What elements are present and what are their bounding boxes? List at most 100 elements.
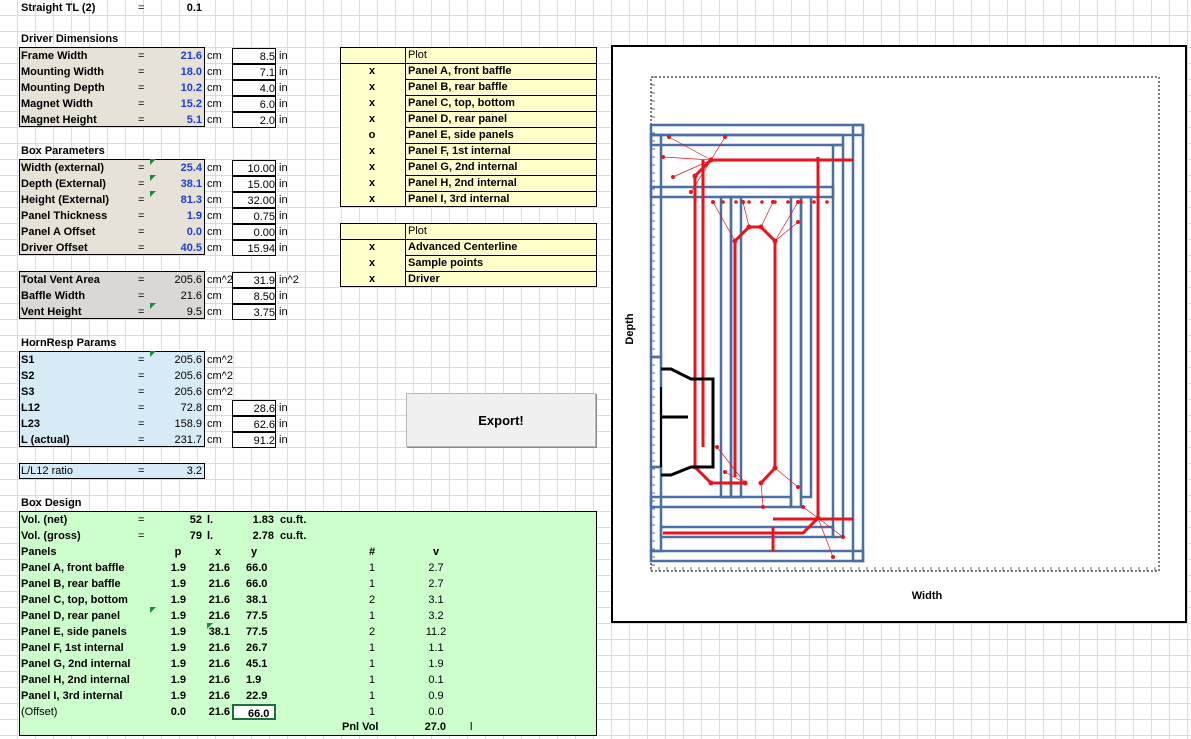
hornresp-param-value[interactable]: 205.6	[174, 370, 202, 382]
plot-toggle-checkbox[interactable]: x	[368, 65, 376, 77]
box-param-cm-input[interactable]: 25.4	[180, 162, 202, 174]
panel-x[interactable]: 21.6	[208, 706, 230, 718]
plot-toggle-checkbox[interactable]: x	[368, 273, 376, 285]
plot-toggle-checkbox[interactable]: x	[368, 145, 376, 157]
driver-param-cm-input[interactable]: 21.6	[180, 50, 202, 62]
vent-param-value[interactable]: 205.6	[174, 274, 202, 286]
box-param-cm-input[interactable]: 38.1	[180, 178, 202, 190]
model-value[interactable]: 0.1	[186, 2, 202, 14]
plot-toggle-checkbox[interactable]: x	[368, 161, 376, 173]
pnlvol-value[interactable]: 27.0	[424, 721, 446, 733]
box-param-cm-input[interactable]: 1.9	[186, 210, 202, 222]
plot-toggle-checkbox[interactable]: x	[368, 177, 376, 189]
vent-param-in-value[interactable]: 31.9	[232, 272, 276, 288]
box-param-in-value[interactable]: 15.00	[232, 176, 276, 192]
driver-param-in-value[interactable]: 7.1	[232, 64, 276, 80]
hornresp-param-value[interactable]: 231.7	[174, 434, 202, 446]
hornresp-param-value[interactable]: 205.6	[174, 354, 202, 366]
panel-x[interactable]: 21.6	[208, 578, 230, 590]
panel-y[interactable]: 66.0	[232, 704, 276, 720]
vent-param-in-value[interactable]: 8.50	[232, 288, 276, 304]
panel-count[interactable]: 1	[368, 642, 376, 654]
vent-param-in-value[interactable]: 3.75	[232, 304, 276, 320]
panel-volume[interactable]: 11.2	[425, 626, 447, 638]
ratio-value[interactable]: 3.2	[186, 465, 202, 477]
panel-volume[interactable]: 3.2	[428, 610, 444, 622]
panel-y[interactable]: 66.0	[246, 578, 268, 590]
panel-thickness[interactable]: 0.0	[170, 706, 186, 718]
box-param-cm-input[interactable]: 81.3	[180, 194, 202, 206]
panel-y[interactable]: 66.0	[246, 562, 268, 574]
driver-param-cm-input[interactable]: 5.1	[186, 114, 202, 126]
panel-thickness[interactable]: 1.9	[170, 594, 186, 606]
panel-x[interactable]: 21.6	[208, 594, 230, 606]
panel-volume[interactable]: 1.9	[428, 658, 444, 670]
panel-x[interactable]: 21.6	[208, 690, 230, 702]
panel-y[interactable]: 1.9	[246, 674, 262, 686]
panel-volume[interactable]: 0.9	[428, 690, 444, 702]
export-button[interactable]: Export!	[406, 393, 596, 447]
panel-thickness[interactable]: 1.9	[170, 626, 186, 638]
volnet-cuft[interactable]: 1.83	[252, 514, 274, 526]
panel-volume[interactable]: 2.7	[428, 562, 444, 574]
panel-thickness[interactable]: 1.9	[170, 690, 186, 702]
box-param-in-value[interactable]: 10.00	[232, 160, 276, 176]
panel-y[interactable]: 26.7	[246, 642, 268, 654]
box-layout-chart[interactable]: Width Depth	[611, 45, 1187, 623]
driver-param-cm-input[interactable]: 15.2	[180, 98, 202, 110]
hornresp-param-in-value[interactable]: 62.6	[232, 416, 276, 432]
panel-x[interactable]: 21.6	[208, 674, 230, 686]
panel-count[interactable]: 1	[368, 562, 376, 574]
panel-count[interactable]: 1	[368, 690, 376, 702]
panel-count[interactable]: 1	[368, 578, 376, 590]
driver-param-cm-input[interactable]: 18.0	[180, 66, 202, 78]
panel-volume[interactable]: 3.1	[428, 594, 444, 606]
panel-x[interactable]: 21.6	[208, 658, 230, 670]
panel-thickness[interactable]: 1.9	[170, 674, 186, 686]
panel-y[interactable]: 77.5	[246, 610, 268, 622]
panel-x[interactable]: 21.6	[208, 562, 230, 574]
panel-count[interactable]: 1	[368, 706, 376, 718]
driver-param-in-value[interactable]: 8.5	[232, 48, 276, 64]
hornresp-param-in-value[interactable]: 28.6	[232, 400, 276, 416]
panel-volume[interactable]: 0.0	[428, 706, 444, 718]
panel-count[interactable]: 1	[368, 658, 376, 670]
panel-y[interactable]: 77.5	[246, 626, 268, 638]
plot-toggle-checkbox[interactable]: x	[368, 81, 376, 93]
box-param-in-value[interactable]: 0.00	[232, 224, 276, 240]
driver-param-in-value[interactable]: 2.0	[232, 112, 276, 128]
panel-thickness[interactable]: 1.9	[170, 610, 186, 622]
plot-toggle-checkbox[interactable]: o	[368, 129, 376, 141]
volgross-cuft[interactable]: 2.78	[252, 530, 274, 542]
driver-param-cm-input[interactable]: 10.2	[180, 82, 202, 94]
panel-x[interactable]: 21.6	[208, 642, 230, 654]
panel-x[interactable]: 38.1	[208, 626, 230, 638]
driver-param-in-value[interactable]: 4.0	[232, 80, 276, 96]
panel-x[interactable]: 21.6	[208, 610, 230, 622]
panel-volume[interactable]: 1.1	[428, 642, 444, 654]
panel-count[interactable]: 1	[368, 610, 376, 622]
panel-count[interactable]: 2	[368, 626, 376, 638]
plot-toggle-checkbox[interactable]: x	[368, 257, 376, 269]
box-param-cm-input[interactable]: 0.0	[186, 226, 202, 238]
panel-thickness[interactable]: 1.9	[170, 642, 186, 654]
driver-param-in-value[interactable]: 6.0	[232, 96, 276, 112]
panel-volume[interactable]: 0.1	[428, 674, 444, 686]
box-param-in-value[interactable]: 0.75	[232, 208, 276, 224]
volgross-l[interactable]: 79	[189, 530, 202, 542]
panel-y[interactable]: 45.1	[246, 658, 268, 670]
vent-param-value[interactable]: 9.5	[186, 306, 202, 318]
box-param-in-value[interactable]: 15.94	[232, 240, 276, 256]
hornresp-param-value[interactable]: 158.9	[174, 418, 202, 430]
box-param-in-value[interactable]: 32.00	[232, 192, 276, 208]
panel-y[interactable]: 22.9	[246, 690, 268, 702]
panel-volume[interactable]: 2.7	[428, 578, 444, 590]
panel-thickness[interactable]: 1.9	[170, 578, 186, 590]
plot-toggle-checkbox[interactable]: x	[368, 97, 376, 109]
box-param-cm-input[interactable]: 40.5	[180, 242, 202, 254]
plot-toggle-checkbox[interactable]: x	[368, 241, 376, 253]
hornresp-param-in-value[interactable]: 91.2	[232, 432, 276, 448]
hornresp-param-value[interactable]: 205.6	[174, 386, 202, 398]
plot-toggle-checkbox[interactable]: x	[368, 193, 376, 205]
hornresp-param-value[interactable]: 72.8	[180, 402, 202, 414]
